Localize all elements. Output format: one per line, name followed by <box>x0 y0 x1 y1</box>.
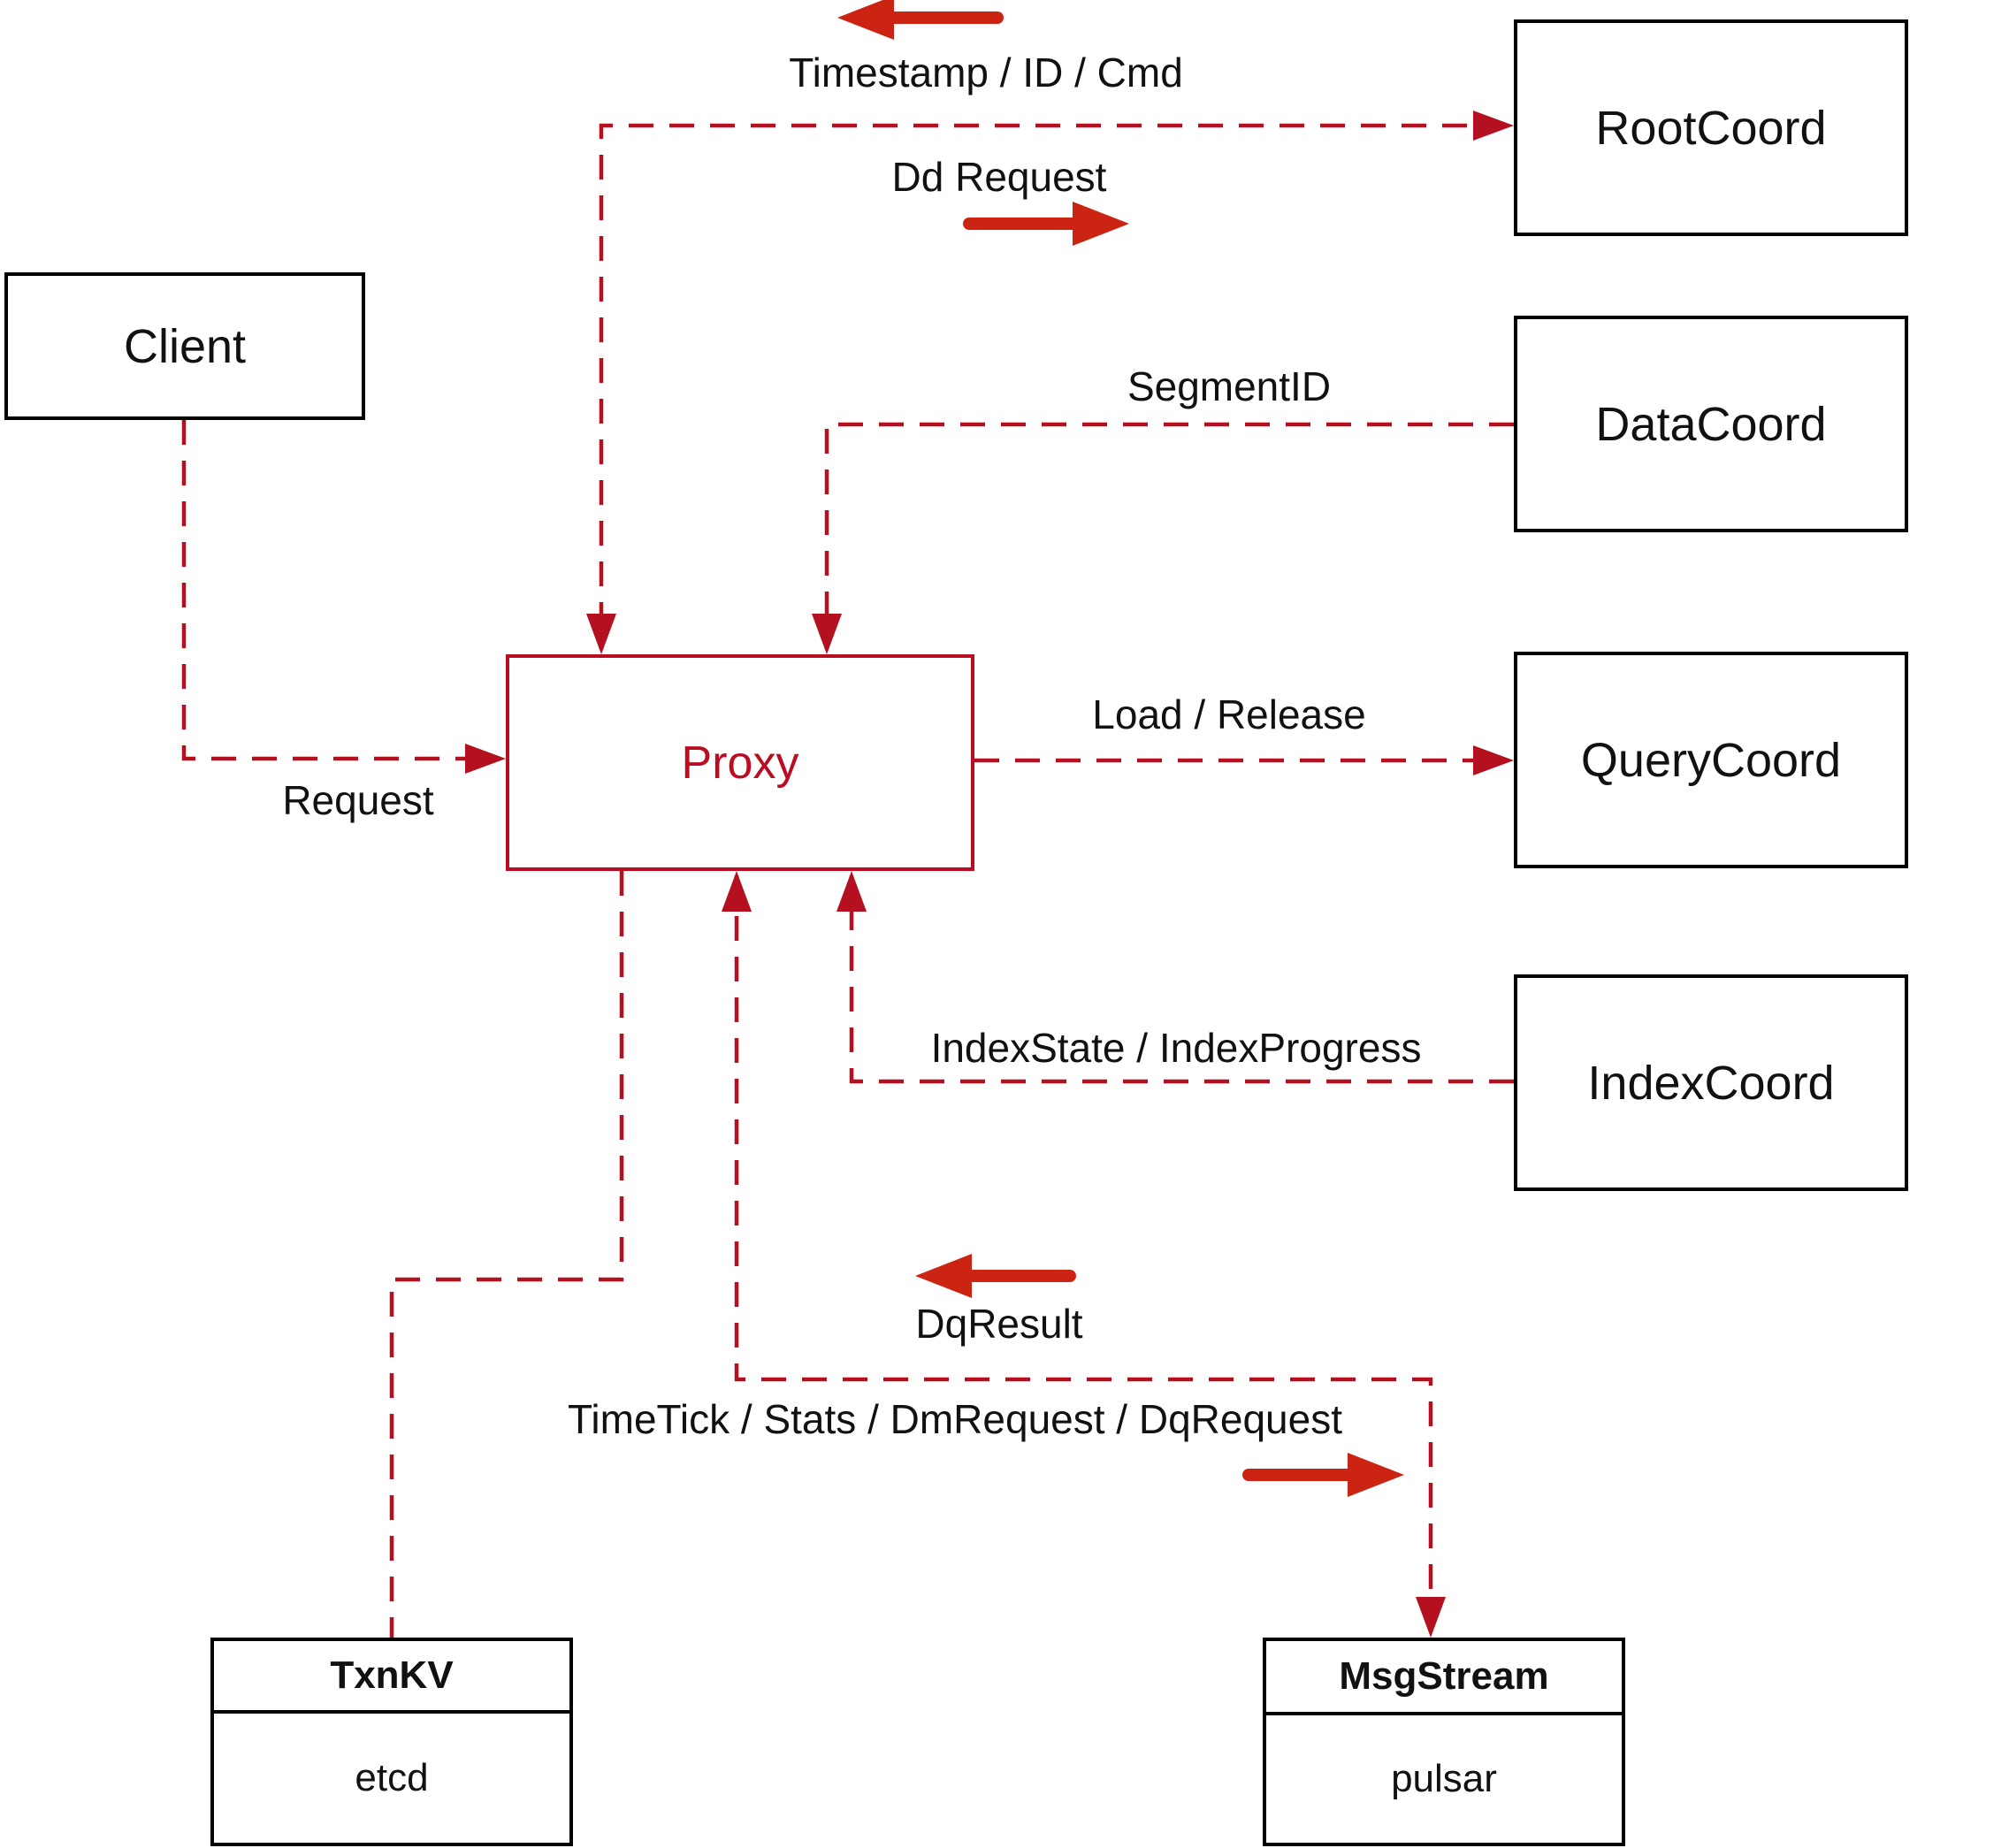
arrowhead-right-icon <box>465 744 506 774</box>
arrowhead-right-icon <box>1473 745 1514 775</box>
node-msgstream-body: pulsar <box>1391 1757 1497 1800</box>
edge-proxy-txnkv <box>389 871 624 1638</box>
node-rootcoord: RootCoord <box>1514 19 1908 236</box>
arrowhead-up-icon <box>722 871 752 912</box>
label-load-release: Load / Release <box>1092 691 1366 737</box>
edge-proxy-msgstream <box>722 871 1446 1638</box>
edge-proxy-rootcoord <box>586 111 1514 654</box>
node-txnkv-header: TxnKV <box>214 1641 569 1714</box>
label-dd-request: Dd Request <box>891 154 1107 200</box>
edge-proxy-querycoord <box>974 745 1514 775</box>
arrowhead-up-icon <box>836 871 867 912</box>
node-txnkv-body: etcd <box>355 1756 429 1799</box>
dd-request-direction-arrow <box>963 202 1129 246</box>
label-dqresult: DqResult <box>915 1301 1083 1347</box>
node-txnkv: TxnKV etcd <box>210 1638 573 1846</box>
node-datacoord-label: DataCoord <box>1595 397 1827 451</box>
timestamp-direction-arrow <box>837 0 1004 40</box>
node-indexcoord-label: IndexCoord <box>1587 1056 1835 1110</box>
edge-datacoord-proxy <box>812 422 1514 654</box>
label-request: Request <box>282 777 434 823</box>
arrowhead-down-icon <box>1416 1597 1446 1638</box>
timetick-direction-arrow <box>1242 1453 1404 1497</box>
node-msgstream-header: MsgStream <box>1266 1641 1622 1715</box>
node-proxy-label: Proxy <box>681 737 799 789</box>
dqresult-direction-arrow <box>915 1254 1076 1298</box>
label-segmentid: SegmentID <box>1127 363 1332 409</box>
node-msgstream: MsgStream pulsar <box>1263 1638 1625 1846</box>
node-rootcoord-label: RootCoord <box>1595 101 1827 155</box>
node-datacoord: DataCoord <box>1514 316 1908 532</box>
label-timetick: TimeTick / Stats / DmRequest / DqRequest <box>568 1396 1342 1442</box>
edge-indexcoord-proxy <box>836 871 1514 1084</box>
edge-client-proxy <box>181 420 506 774</box>
arrowhead-right-icon <box>1473 111 1514 141</box>
node-proxy: Proxy <box>506 654 974 871</box>
node-indexcoord: IndexCoord <box>1514 974 1908 1191</box>
node-querycoord: QueryCoord <box>1514 652 1908 868</box>
node-client: Client <box>4 272 365 420</box>
arrowhead-down-icon <box>586 614 616 654</box>
arrowhead-down-icon <box>812 614 842 654</box>
node-querycoord-label: QueryCoord <box>1580 733 1842 787</box>
node-client-label: Client <box>123 319 247 373</box>
label-timestamp: Timestamp / ID / Cmd <box>789 50 1183 95</box>
label-indexstate: IndexState / IndexProgress <box>930 1025 1422 1071</box>
